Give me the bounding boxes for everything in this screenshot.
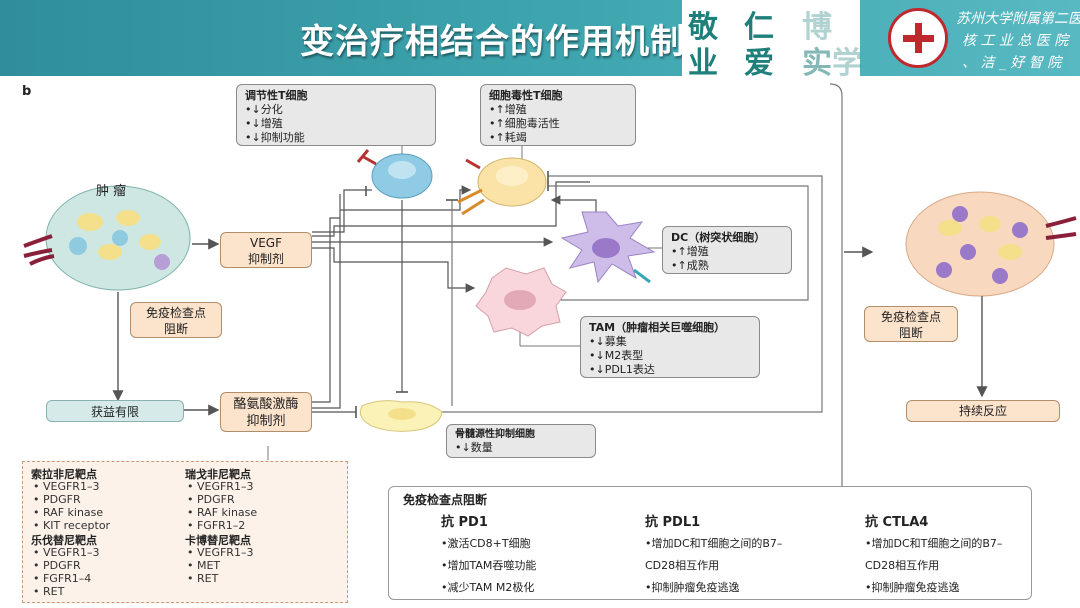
lenvatinib-item: • VEGFR1–3 (33, 546, 99, 559)
tki-line1: 酪氨酸激酶 (221, 396, 311, 413)
checkpoint-line1: 免疫检查点 (865, 309, 957, 325)
lenvatinib-item: • FGFR1–4 (33, 572, 91, 585)
sustained-response-box: 持续反应 (906, 400, 1060, 422)
dc-item: •↑成熟 (671, 259, 783, 273)
ctla4-item: •增加DC和T细胞之间的B7– (865, 533, 1002, 555)
treg-item: •↓抑制功能 (245, 131, 427, 145)
limited-benefit-box: 获益有限 (46, 400, 184, 422)
ctl-item: •↑耗竭 (489, 131, 627, 145)
legend-title: 免疫检查点阻断 (403, 491, 487, 508)
checkpoint-legend: 免疫检查点阻断 抗 PD1 •激活CD8+T细胞 •增加TAM吞噬功能 •减少T… (388, 486, 1032, 600)
treg-box: 调节性T细胞 •↓分化 •↓增殖 •↓抑制功能 (236, 84, 436, 146)
pd1-item: •减少TAM M2极化 (441, 577, 534, 599)
regorafenib-item: • VEGFR1–3 (187, 480, 253, 493)
treg-item: •↓增殖 (245, 117, 427, 131)
tam-item: •↓PDL1表达 (589, 363, 751, 377)
treg-item: •↓分化 (245, 103, 427, 117)
tki-box: 酪氨酸激酶 抑制剂 (220, 392, 312, 432)
tumor-responding-icon (906, 192, 1076, 296)
drug-targets-box: 索拉非尼靶点 • VEGFR1–3 • PDGFR • RAF kinase •… (22, 461, 348, 603)
sorafenib-item: • VEGFR1–3 (33, 480, 99, 493)
ctl-title: 细胞毒性T细胞 (489, 89, 627, 103)
vegf-line1: VEGF (221, 235, 311, 251)
lenvatinib-item: • RET (33, 585, 64, 598)
cabozantinib-item: • MET (187, 559, 220, 572)
tumor-cluster-icon (24, 186, 190, 290)
checkpoint-blockade-right: 免疫检查点 阻断 (864, 306, 958, 342)
sorafenib-item: • PDGFR (33, 493, 81, 506)
checkpoint-line2: 阻断 (865, 325, 957, 341)
ctl-item: •↑细胞毒活性 (489, 117, 627, 131)
checkpoint-blockade-left: 免疫检查点 阻断 (130, 302, 222, 338)
vegf-line2: 抑制剂 (221, 251, 311, 267)
pdl1-item: •抑制肿瘤免疫逃逸 (645, 577, 740, 599)
ctla4-item: •抑制肿瘤免疫逃逸 (865, 577, 960, 599)
dc-item: •↑增殖 (671, 245, 783, 259)
checkpoint-line1: 免疫检查点 (131, 305, 221, 321)
vegf-inhibitor-box: VEGF 抑制剂 (220, 232, 312, 268)
cabozantinib-item: • VEGFR1–3 (187, 546, 253, 559)
checkpoint-line2: 阻断 (131, 321, 221, 337)
cabozantinib-item: • RET (187, 572, 218, 585)
regorafenib-item: • PDGFR (187, 493, 235, 506)
ctla4-title: 抗 CTLA4 (865, 511, 928, 530)
pd1-item: •激活CD8+T细胞 (441, 533, 531, 555)
dc-title: DC（树突状细胞） (671, 231, 783, 245)
tam-box: TAM（肿瘤相关巨噬细胞） •↓募集 •↓M2表型 •↓PDL1表达 (580, 316, 760, 378)
tki-line2: 抑制剂 (221, 413, 311, 430)
pdl1-title: 抗 PDL1 (645, 511, 700, 530)
pdl1-item: •增加DC和T细胞之间的B7– (645, 533, 782, 555)
pdl1-item: CD28相互作用 (645, 555, 719, 577)
treg-cell-icon (358, 150, 432, 198)
pd1-title: 抗 PD1 (441, 511, 488, 530)
dendritic-cell-icon (562, 212, 654, 282)
ctl-item: •↑增殖 (489, 103, 627, 117)
mdsc-item: •↓数量 (455, 441, 587, 455)
mdsc-title: 骨髓源性抑制细胞 (455, 428, 587, 441)
regorafenib-item: • RAF kinase (187, 506, 257, 519)
treg-title: 调节性T细胞 (245, 89, 427, 103)
mdsc-cell-icon (360, 401, 442, 432)
sorafenib-item: • KIT receptor (33, 519, 110, 532)
sorafenib-item: • RAF kinase (33, 506, 103, 519)
dc-box: DC（树突状细胞） •↑增殖 •↑成熟 (662, 226, 792, 274)
mdsc-box: 骨髓源性抑制细胞 •↓数量 (446, 424, 596, 458)
ctla4-item: CD28相互作用 (865, 555, 939, 577)
pd1-item: •增加TAM吞噬功能 (441, 555, 536, 577)
tam-item: •↓M2表型 (589, 349, 751, 363)
cytotoxic-t-cell-icon (458, 158, 546, 214)
macrophage-icon (476, 268, 566, 336)
lenvatinib-item: • PDGFR (33, 559, 81, 572)
ctl-box: 细胞毒性T细胞 •↑增殖 •↑细胞毒活性 •↑耗竭 (480, 84, 636, 146)
tumor-label: 肿 瘤 (96, 180, 126, 199)
tam-item: •↓募集 (589, 335, 751, 349)
tam-title: TAM（肿瘤相关巨噬细胞） (589, 321, 751, 335)
regorafenib-item: • FGFR1–2 (187, 519, 245, 532)
